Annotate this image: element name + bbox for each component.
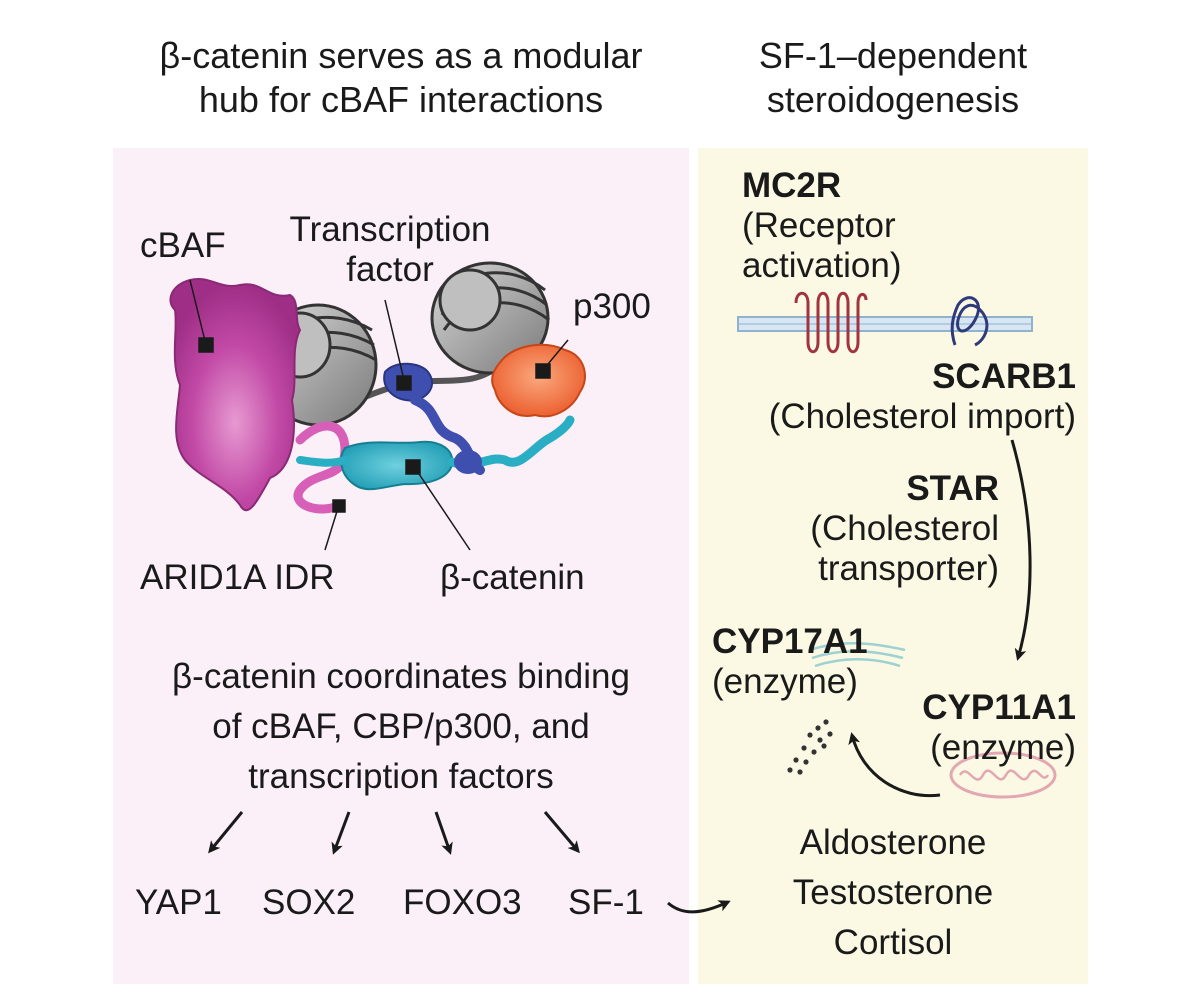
sf1-to-products-arrow (667, 900, 731, 914)
target-yap1: YAP1 (135, 883, 222, 922)
mc2r-desc-line2: activation) (742, 246, 902, 285)
label-markers (189, 279, 569, 551)
steroidogenesis-panel (698, 148, 1088, 984)
cyp17a1-block: CYP17A1 (enzyme) (712, 622, 868, 702)
star-block: STAR (Cholesterol transporter) (698, 469, 999, 589)
mc2r-block: MC2R (Receptor activation) (742, 166, 902, 286)
left-title: β-catenin serves as a modular hub for cB… (113, 34, 689, 122)
product-aldosterone: Aldosterone (799, 823, 987, 862)
target-sox2: SOX2 (262, 883, 356, 922)
right-title: SF-1–dependent steroidogenesis (698, 34, 1088, 122)
transcription-factor-label: Transcription factor (255, 210, 525, 290)
beta-catenin-shape (340, 440, 454, 491)
steroid-products: Aldosterone Testosterone Cortisol (738, 818, 1048, 968)
steroid-vesicles-icon (787, 719, 833, 775)
scarb1-desc: (Cholesterol import) (768, 397, 1076, 436)
left-title-line2: hub for cBAF interactions (198, 79, 604, 120)
beta-catenin-label: β-catenin (440, 558, 585, 597)
transcription-factor-label-line2: factor (346, 250, 434, 289)
scarb1-name: SCARB1 (932, 357, 1076, 396)
cyp11a1-block: CYP11A1 (enzyme) (880, 688, 1076, 768)
right-title-line2: steroidogenesis (766, 79, 1020, 120)
coordination-summary: β-catenin coordinates binding of cBAF, C… (113, 652, 689, 802)
product-cortisol: Cortisol (833, 923, 953, 962)
arid1a-idr-label: ARID1A IDR (140, 558, 335, 597)
cyp17a1-desc: (enzyme) (712, 662, 858, 701)
right-title-line1: SF-1–dependent (758, 35, 1028, 76)
summary-line2: of cBAF, CBP/p300, and (212, 707, 590, 746)
beta-catenin-tail-left (296, 456, 349, 467)
target-foxo3: FOXO3 (403, 883, 522, 922)
cyp11a1-to-cyp17a1-arrow (848, 732, 941, 798)
star-desc-line1: (Cholesterol (810, 509, 999, 548)
scarb1-block: SCARB1 (Cholesterol import) (698, 357, 1076, 437)
left-title-line1: β-catenin serves as a modular (159, 35, 643, 76)
cbaf-label: cBAF (140, 226, 226, 265)
transcription-factor-label-line1: Transcription (289, 210, 491, 249)
p300-label: p300 (573, 287, 651, 326)
p300-shape (491, 343, 586, 418)
transcription-factor-blob (454, 450, 482, 474)
arid1a-idr-loop (293, 421, 350, 514)
summary-line3: transcription factors (248, 757, 554, 796)
target-sf1: SF-1 (568, 883, 644, 922)
cyp17a1-name: CYP17A1 (712, 622, 868, 661)
product-testosterone: Testosterone (792, 873, 994, 912)
cyp11a1-name: CYP11A1 (922, 688, 1076, 727)
mc2r-receptor-icon (794, 291, 868, 354)
endoplasmic-reticulum-icon (809, 642, 906, 668)
scarb1-icon (950, 296, 989, 347)
target-arrows (208, 811, 580, 855)
nucleosome-right (430, 261, 550, 375)
star-desc-line2: transporter) (818, 549, 999, 588)
mc2r-name: MC2R (742, 166, 842, 205)
cbaf-complex-shape (169, 277, 302, 512)
mitochondrion-icon (949, 751, 1057, 799)
star-name: STAR (906, 469, 999, 508)
scarb1-to-cyp11a1-arrow (1010, 439, 1032, 661)
cyp11a1-desc: (enzyme) (930, 728, 1076, 767)
mc2r-desc-line1: (Receptor (742, 206, 896, 245)
summary-line1: β-catenin coordinates binding (172, 657, 630, 696)
